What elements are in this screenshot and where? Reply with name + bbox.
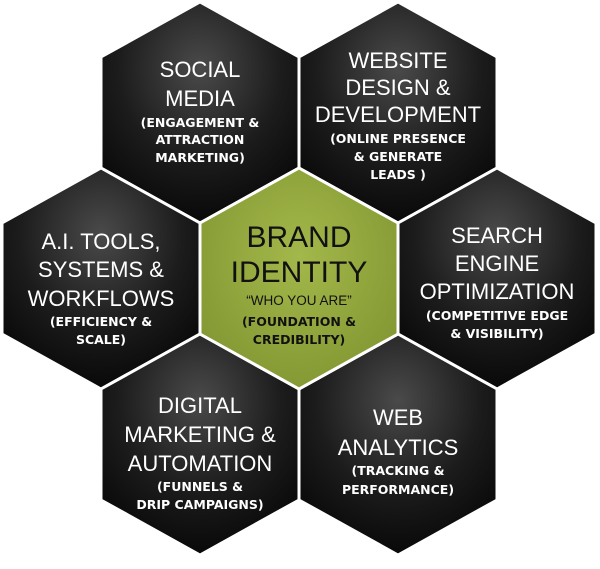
website-title-3: DEVELOPMENT <box>315 102 481 127</box>
hex-social-media: SOCIAL MEDIA (ENGAGEMENT & ATTRACTION MA… <box>99 0 301 225</box>
center-sub-2: CREDIBILITY) <box>253 332 345 347</box>
digital-marketing-sub-1: (FUNNELS & <box>157 479 243 494</box>
seo-title-1: SEARCH <box>451 223 543 248</box>
digital-marketing-title-3: AUTOMATION <box>128 451 273 476</box>
social-media-sub-3: MARKETING) <box>155 150 245 165</box>
center-title-1: BRAND <box>246 221 351 254</box>
center-title-2: IDENTITY <box>231 256 368 289</box>
center-sub-1: (FOUNDATION & <box>242 314 356 329</box>
social-media-sub-2: ATTRACTION <box>156 132 245 147</box>
website-title-2: DESIGN & <box>345 75 450 100</box>
web-analytics-sub-1: (TRACKING & <box>351 463 444 478</box>
seo-sub-1: (COMPETITIVE EDGE <box>426 308 568 323</box>
web-analytics-title-1: WEB <box>373 405 423 430</box>
social-media-sub-1: (ENGAGEMENT & <box>141 115 260 130</box>
web-analytics-sub-2: PERFORMANCE) <box>342 482 454 497</box>
website-sub-1: (ONLINE PRESENCE <box>330 131 466 146</box>
digital-marketing-title-1: DIGITAL <box>158 393 242 418</box>
website-sub-3: LEADS ) <box>370 167 426 182</box>
ai-tools-title-3: WORKFLOWS <box>28 286 175 311</box>
hex-ai-tools: A.I. TOOLS, SYSTEMS & WORKFLOWS (EFFICIE… <box>0 166 202 391</box>
ai-tools-title-1: A.I. TOOLS, <box>41 229 160 254</box>
hex-website: WEBSITE DESIGN & DEVELOPMENT (ONLINE PRE… <box>297 0 499 225</box>
website-sub-2: & GENERATE <box>354 149 442 164</box>
seo-title-2: ENGINE <box>455 251 539 276</box>
center-quote: “WHO YOU ARE” <box>246 293 352 308</box>
digital-marketing-sub-2: DRIP CAMPAIGNS) <box>136 497 263 512</box>
social-media-title-1: SOCIAL <box>160 57 241 82</box>
seo-sub-2: & VISIBILITY) <box>450 326 543 341</box>
digital-marketing-title-2: MARKETING & <box>124 422 276 447</box>
web-analytics-title-2: ANALYTICS <box>338 435 459 460</box>
hex-brand-identity-shape <box>198 166 400 391</box>
ai-tools-title-2: SYSTEMS & <box>38 257 164 282</box>
ai-tools-sub-2: SCALE) <box>76 332 126 347</box>
seo-title-3: OPTIMIZATION <box>420 279 575 304</box>
ai-tools-sub-1: (EFFICIENCY & <box>50 314 152 329</box>
hex-brand-identity: BRAND IDENTITY “WHO YOU ARE” (FOUNDATION… <box>198 166 400 391</box>
hex-digital-marketing: DIGITAL MARKETING & AUTOMATION (FUNNELS … <box>99 332 301 557</box>
website-title-1: WEBSITE <box>348 48 447 73</box>
social-media-title-2: MEDIA <box>165 86 235 111</box>
